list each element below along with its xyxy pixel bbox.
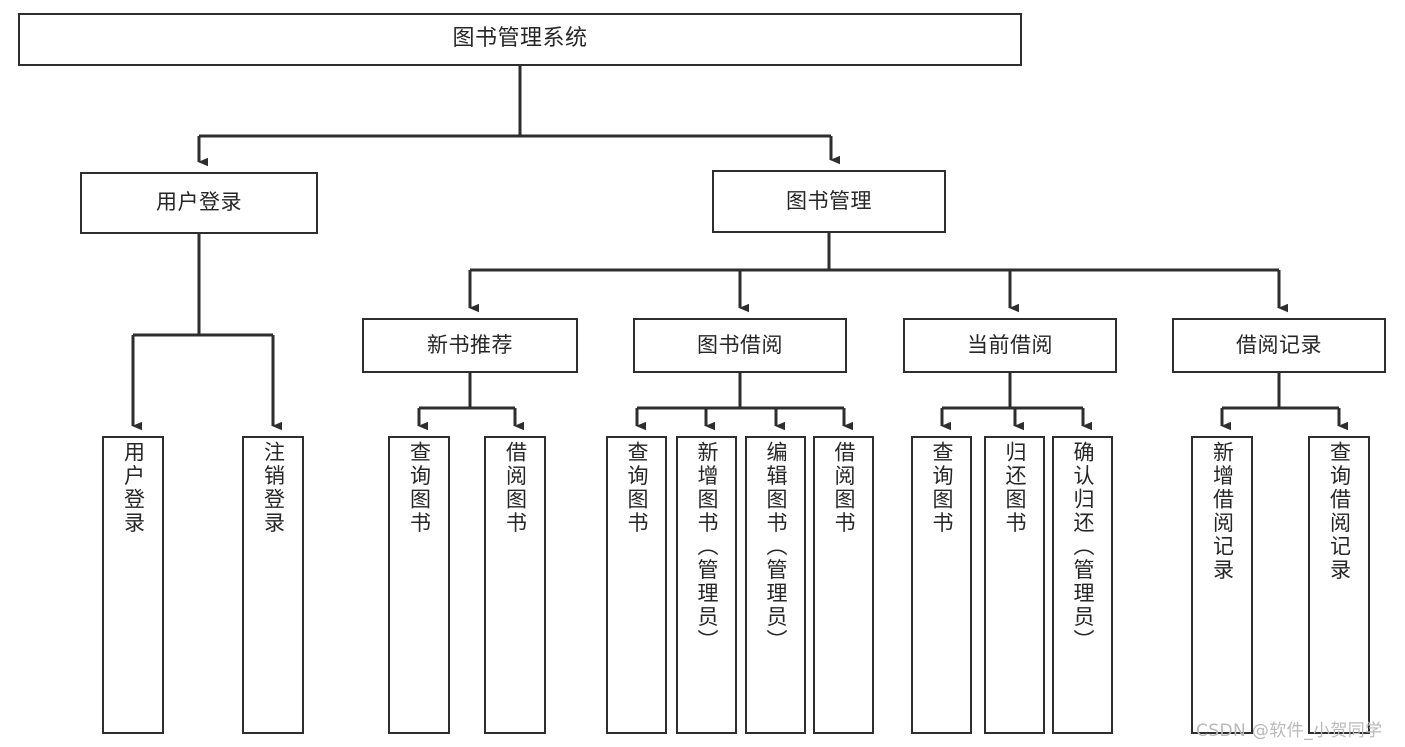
leaf-query-books-borrow-label: 查询图书 bbox=[625, 441, 649, 535]
node-new-book-recommend-label: 新书推荐 bbox=[427, 332, 513, 357]
leaf-user-logout[interactable]: 注销登录 bbox=[242, 436, 304, 734]
node-book-management-label: 图书管理 bbox=[786, 188, 872, 213]
node-current-borrow-label: 当前借阅 bbox=[967, 332, 1053, 357]
node-root-library-system[interactable]: 图书管理系统 bbox=[18, 13, 1022, 66]
leaf-borrow-books-borrow-label: 借阅图书 bbox=[832, 441, 856, 535]
node-user-login-label: 用户登录 bbox=[156, 190, 242, 215]
leaf-user-login-label: 用户登录 bbox=[121, 441, 146, 535]
leaf-return-books-label: 归还图书 bbox=[1003, 441, 1027, 535]
leaf-confirm-return-admin[interactable]: 确认归还（管理员） bbox=[1052, 436, 1113, 734]
leaf-edit-book-admin-label: 编辑图书（管理员） bbox=[764, 441, 788, 653]
leaf-borrow-books-recommend[interactable]: 借阅图书 bbox=[484, 436, 546, 734]
node-borrow-records-label: 借阅记录 bbox=[1236, 332, 1322, 357]
leaf-query-books-current-label: 查询图书 bbox=[930, 441, 954, 535]
leaf-user-login[interactable]: 用户登录 bbox=[102, 436, 164, 734]
node-book-borrow-label: 图书借阅 bbox=[697, 332, 783, 357]
leaf-borrow-books-borrow[interactable]: 借阅图书 bbox=[813, 436, 874, 734]
leaf-query-borrow-record-label: 查询借阅记录 bbox=[1327, 441, 1352, 582]
csdn-watermark: CSDN @软件_小贺同学 bbox=[1196, 721, 1383, 741]
node-book-management[interactable]: 图书管理 bbox=[712, 170, 946, 233]
node-borrow-records[interactable]: 借阅记录 bbox=[1172, 318, 1386, 373]
leaf-query-books-recommend-label: 查询图书 bbox=[407, 441, 432, 535]
leaf-add-borrow-record[interactable]: 新增借阅记录 bbox=[1191, 436, 1253, 734]
node-book-borrow[interactable]: 图书借阅 bbox=[633, 318, 847, 373]
leaf-add-borrow-record-label: 新增借阅记录 bbox=[1210, 441, 1235, 582]
leaf-query-borrow-record[interactable]: 查询借阅记录 bbox=[1308, 436, 1370, 734]
leaf-confirm-return-admin-label: 确认归还（管理员） bbox=[1071, 441, 1095, 653]
leaf-query-books-recommend[interactable]: 查询图书 bbox=[388, 436, 450, 734]
leaf-borrow-books-recommend-label: 借阅图书 bbox=[503, 441, 528, 535]
node-user-login[interactable]: 用户登录 bbox=[80, 172, 318, 234]
node-current-borrow[interactable]: 当前借阅 bbox=[903, 318, 1117, 373]
leaf-add-book-admin[interactable]: 新增图书（管理员） bbox=[676, 436, 737, 734]
node-new-book-recommend[interactable]: 新书推荐 bbox=[362, 318, 578, 373]
leaf-edit-book-admin[interactable]: 编辑图书（管理员） bbox=[745, 436, 806, 734]
leaf-return-books[interactable]: 归还图书 bbox=[984, 436, 1045, 734]
leaf-add-book-admin-label: 新增图书（管理员） bbox=[695, 441, 719, 653]
leaf-query-books-borrow[interactable]: 查询图书 bbox=[606, 436, 667, 734]
leaf-query-books-current[interactable]: 查询图书 bbox=[911, 436, 972, 734]
leaf-user-logout-label: 注销登录 bbox=[261, 441, 286, 535]
node-root-library-system-label: 图书管理系统 bbox=[452, 26, 588, 52]
